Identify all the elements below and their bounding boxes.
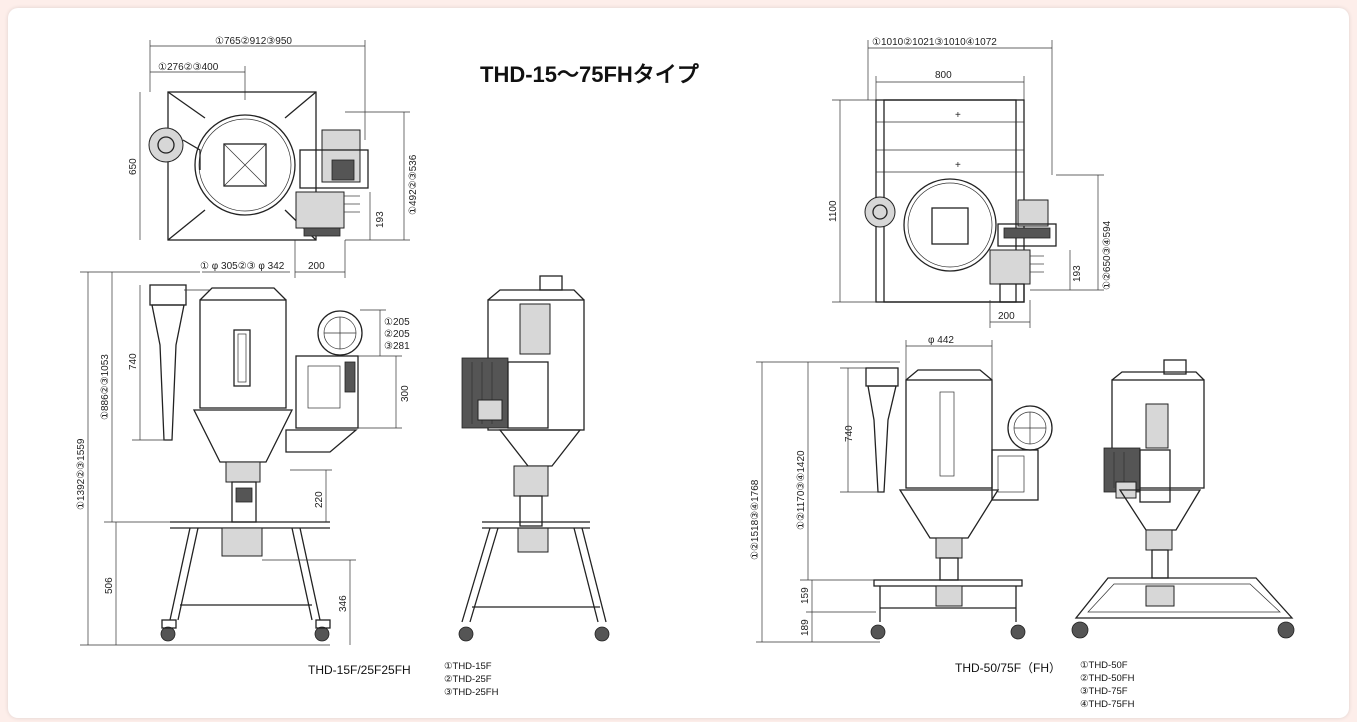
right-dim-top-width: ①1010②1021③1010④1072 [872, 37, 997, 48]
page-title: THD-15～75FHタイプ [480, 62, 700, 87]
right-dim-h-total: ①②1518③④1768 [750, 479, 761, 560]
drawing-sheet [8, 8, 1349, 718]
right-dim-plan-right: ①②650③④594 [1102, 220, 1113, 290]
right-plan-view: ①1010②1021③1010④1072 800 + + 1100 [828, 37, 1113, 328]
right-dim-h-189: 189 [800, 619, 811, 636]
right-legend-4: ④THD-75FH [1080, 699, 1135, 710]
left-legend-3: ③THD-25FH [444, 687, 499, 698]
right-legend-2: ②THD-50FH [1080, 673, 1135, 684]
svg-text:+: + [955, 160, 961, 171]
left-plan-view: ①765②912③950 ①276②③400 650 193 [128, 36, 419, 278]
left-dim-blower-1: ①205 [384, 317, 410, 328]
right-legend-1: ①THD-50F [1080, 660, 1128, 671]
left-dim-plan-right: ①492②③536 [408, 154, 419, 215]
left-dim-blower-3: ③281 [384, 341, 410, 352]
left-dim-blower-2: ②205 [384, 329, 410, 340]
right-dim-h-hopper: ①②1170③④1420 [796, 450, 807, 530]
left-caption: THD-15F/25F25FH [308, 663, 411, 677]
left-dim-h-hopper: ①886②③1053 [100, 354, 111, 420]
svg-text:+: + [955, 110, 961, 121]
left-dim-h-506: 506 [104, 577, 115, 594]
left-dim-top-offset: ①276②③400 [158, 62, 219, 73]
left-side-view [458, 275, 610, 642]
right-dim-plan-193: 193 [1072, 265, 1083, 282]
left-dim-h-346: 346 [338, 595, 349, 612]
left-dim-plan-depth: 650 [128, 158, 139, 175]
left-dim-h-740: 740 [128, 353, 139, 370]
right-dim-h-740: 740 [844, 425, 855, 442]
left-dim-h-total: ①1392②③1559 [76, 438, 87, 510]
right-dim-plan-200: 200 [998, 311, 1015, 322]
right-dim-hopper-dia: φ 442 [928, 335, 954, 346]
right-dim-plan-depth: 1100 [828, 200, 839, 222]
left-dim-hopper-dia: ① φ 305②③ φ 342 [200, 261, 285, 272]
left-legend-1: ①THD-15F [444, 661, 492, 672]
right-front-view: φ 442 ①②1518③④1768 ①②1170③④1420 [750, 335, 1053, 643]
right-legend-3: ③THD-75F [1080, 686, 1128, 697]
right-dim-h-159: 159 [800, 587, 811, 604]
left-dim-plan-200: 200 [308, 261, 325, 272]
right-dim-frame-width: 800 [935, 70, 952, 81]
left-dim-top-width: ①765②912③950 [215, 36, 292, 47]
left-dim-h-220: 220 [314, 491, 325, 508]
left-legend-2: ②THD-25F [444, 674, 492, 685]
left-dim-plan-193: 193 [375, 211, 386, 228]
right-side-view [1071, 359, 1295, 639]
left-front-view: ① φ 305②③ φ 342 [76, 261, 411, 646]
left-dim-h-300: 300 [400, 385, 411, 402]
right-caption: THD-50/75F（FH） [955, 661, 1061, 675]
